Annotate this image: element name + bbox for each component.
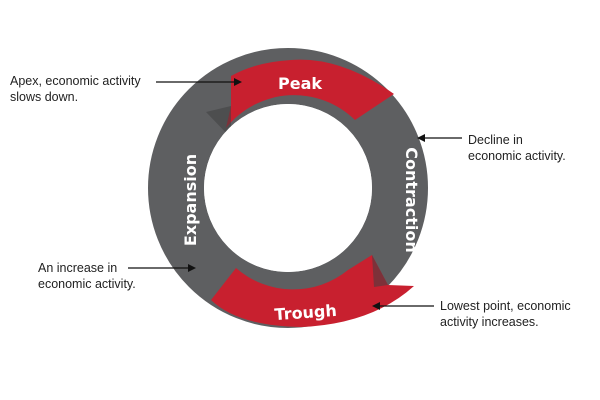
peak-segment-shade [206, 106, 231, 138]
annotation-peak-line-2: slows down. [10, 90, 78, 104]
annotation-expansion: An increase in economic activity. [38, 261, 196, 291]
trough-segment [211, 255, 414, 327]
arrow-expansion-head [188, 264, 196, 272]
arrow-peak-head [234, 78, 242, 86]
phase-label-peak: Peak [278, 74, 322, 93]
annotation-expansion-line-2: economic activity. [38, 277, 136, 291]
annotation-peak: Apex, economic activity slows down. [10, 74, 242, 104]
phase-label-expansion: Expansion [181, 154, 200, 246]
svg-text:Apex, economic activity: Apex, economic activity slows down. [10, 74, 144, 104]
cycle-ring [148, 48, 428, 328]
annotation-trough-line-1: Lowest point, economic [440, 299, 571, 313]
annotation-contraction-line-2: economic activity. [468, 149, 566, 163]
annotation-peak-line-1: Apex, economic activity [10, 74, 141, 88]
annotation-trough-line-2: activity increases. [440, 315, 539, 329]
annotation-trough: Lowest point, economic activity increase… [372, 299, 574, 329]
annotation-contraction: Decline in economic activity. [417, 133, 566, 163]
arrow-contraction-head [417, 134, 425, 142]
phase-label-trough: Trough [274, 301, 337, 324]
svg-text:An increase in economic: An increase in economic activity. [38, 261, 136, 291]
svg-text:Lowest point, economic a: Lowest point, economic activity increase… [440, 299, 574, 329]
annotation-expansion-line-1: An increase in [38, 261, 117, 275]
svg-text:Decline in economic acti: Decline in economic activity. [468, 133, 566, 163]
trough-segment-shade [372, 255, 388, 287]
annotation-contraction-line-1: Decline in [468, 133, 523, 147]
arrow-trough-head [372, 302, 380, 310]
phase-label-contraction: Contraction [402, 147, 421, 252]
ring-hole [204, 104, 372, 272]
peak-segment [226, 59, 394, 128]
